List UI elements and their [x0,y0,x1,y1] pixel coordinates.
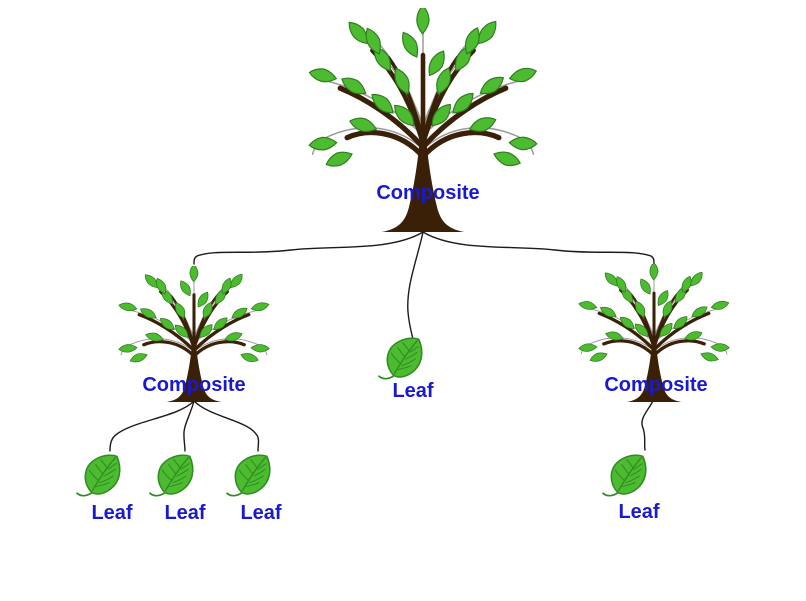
node-label-leaf-1: Leaf [91,502,133,524]
edge-composite-left-to-leaf-1 [109,400,195,452]
leaf-icon [378,335,440,383]
edge-composite-left-to-leaf-3 [193,400,260,452]
edge-composite-right-to-leaf [641,400,654,451]
edge-root-to-composite-left [193,231,424,265]
edge-root-to-leaf-middle [407,231,424,340]
edge-root-to-composite-right [422,231,655,265]
node-label-leaf-middle: Leaf [392,380,434,402]
leaf-icon [226,452,288,500]
node-label-composite-left: Composite [142,374,246,396]
node-label-root: Composite [376,182,480,204]
node-label-leaf-3: Leaf [240,502,282,524]
node-label-leaf-right: Leaf [618,501,660,523]
leaf-icon [149,452,211,500]
node-label-leaf-2: Leaf [164,502,206,524]
leaf-icon [76,452,138,500]
leaf-icon [602,452,664,500]
node-label-composite-right: Composite [604,374,708,396]
edge-composite-left-to-leaf-2 [183,400,195,452]
